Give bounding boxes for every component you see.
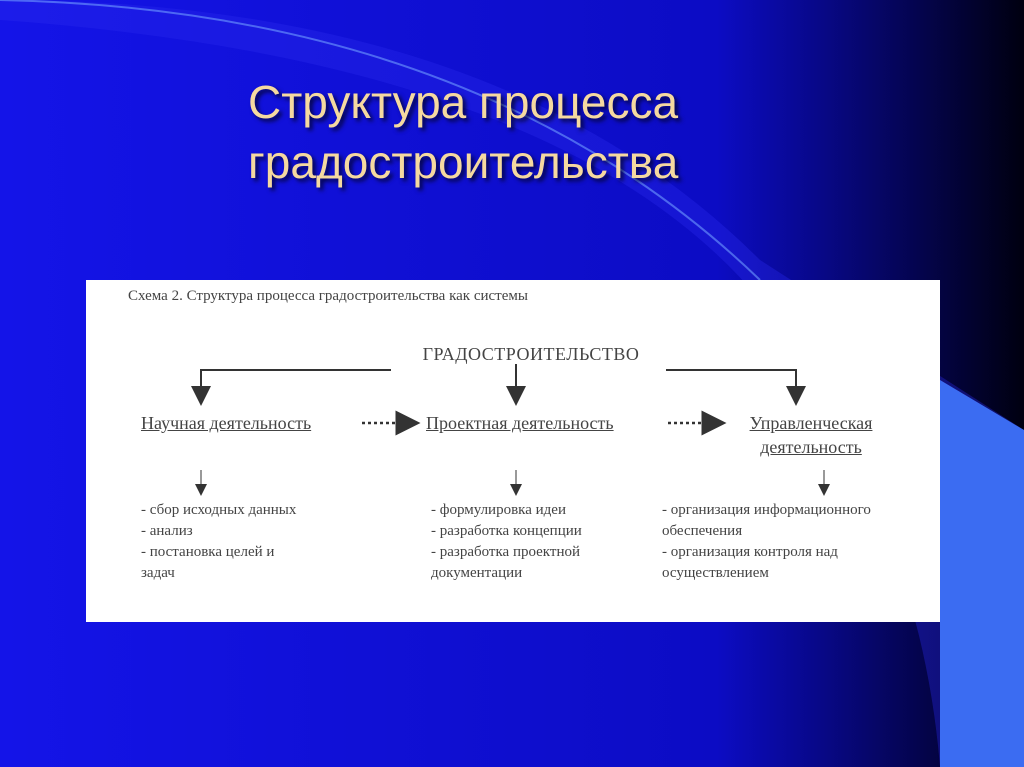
activity-label: Управленческая xyxy=(749,413,873,433)
list-item: - анализ xyxy=(141,523,193,539)
slide-title: Структура процесса градостроительства xyxy=(230,72,848,192)
activity-label-line-2: деятельность xyxy=(760,437,862,457)
list-item: - разработка концепции xyxy=(431,523,582,539)
activity-items-management: - организация информационного обеспечени… xyxy=(662,500,942,584)
slide-title-line-2: градостроительства xyxy=(248,136,679,188)
list-item: осуществлением xyxy=(662,565,769,581)
activity-node-management: Управленческая деятельность xyxy=(731,411,891,459)
list-item: - организация информационного xyxy=(662,502,871,518)
activity-label: Проектная деятельность xyxy=(426,413,614,433)
list-item: - формулировка идеи xyxy=(431,502,566,518)
activity-node-project: Проектная деятельность xyxy=(426,411,614,435)
list-item: - сбор исходных данных xyxy=(141,502,297,518)
list-item: обеспечения xyxy=(662,523,743,539)
list-item: документации xyxy=(431,565,523,581)
diagram-connectors xyxy=(191,364,830,496)
diagram-panel: Схема 2. Структура процесса градостроите… xyxy=(86,280,940,622)
diagram-root-node: ГРАДОСТРОИТЕЛЬСТВО xyxy=(422,344,640,364)
list-item: - постановка целей и xyxy=(141,544,275,560)
list-item: задач xyxy=(141,565,175,581)
list-item: - разработка проектной xyxy=(431,544,581,560)
activity-items-science: - сбор исходных данных - анализ - постан… xyxy=(141,500,351,584)
list-item: - организация контроля над xyxy=(662,544,838,560)
activity-node-science: Научная деятельность xyxy=(141,411,311,435)
activity-items-project: - формулировка идеи - разработка концепц… xyxy=(431,500,641,584)
diagram-caption: Схема 2. Структура процесса градостроите… xyxy=(128,288,528,304)
slide-title-line-1: Структура процесса xyxy=(248,76,679,128)
activity-label: Научная деятельность xyxy=(141,413,312,433)
